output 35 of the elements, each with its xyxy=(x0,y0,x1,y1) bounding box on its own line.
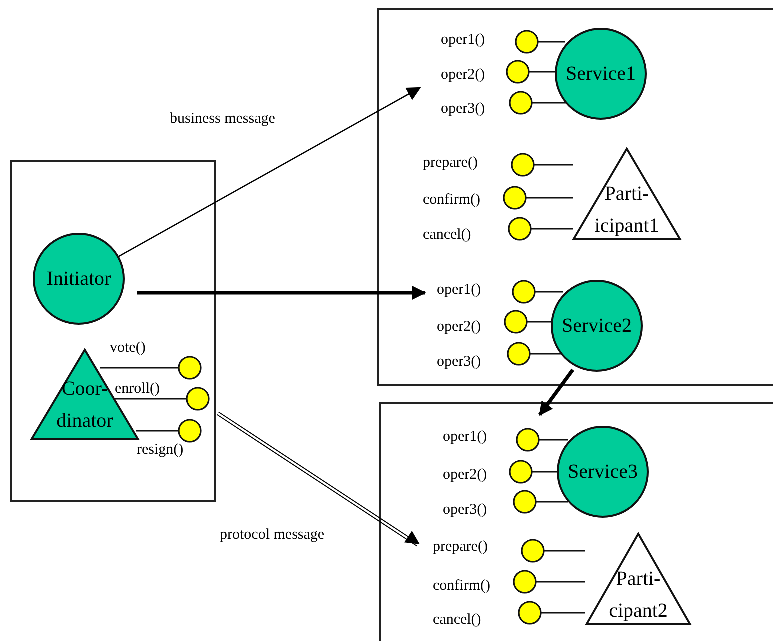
container-box xyxy=(379,402,773,641)
edge-label: business message xyxy=(170,110,276,128)
operation-label: oper1() xyxy=(437,281,482,299)
operation-label: oper1() xyxy=(443,428,488,446)
operation-label: oper2() xyxy=(437,318,482,336)
operation-label: prepare() xyxy=(423,154,478,172)
operation-label: oper2() xyxy=(443,466,488,484)
arrow xyxy=(118,87,422,258)
operation-label: oper3() xyxy=(443,501,488,519)
operation-label: confirm() xyxy=(423,191,480,209)
operation-label: vote() xyxy=(110,339,146,357)
operation-label: oper3() xyxy=(437,353,482,371)
operation-label: cancel() xyxy=(423,226,472,244)
participant-triangle xyxy=(573,148,681,240)
operation-label: oper2() xyxy=(441,66,486,84)
node-label: Parti- icipant1 xyxy=(594,182,660,239)
container-box xyxy=(377,8,773,386)
edge-label: protocol message xyxy=(220,526,325,544)
operation-label: oper1() xyxy=(441,31,486,49)
participant-triangle xyxy=(586,533,691,625)
arrow xyxy=(137,286,426,300)
operation-label: prepare() xyxy=(433,538,488,556)
operation-label: cancel() xyxy=(433,611,482,629)
node-label: Service1 xyxy=(566,62,636,87)
arrow xyxy=(216,412,420,547)
operation-label: oper3() xyxy=(441,100,486,118)
node-label: Service3 xyxy=(568,460,638,485)
operation-label: resign() xyxy=(137,441,184,459)
container-box xyxy=(10,160,216,502)
operation-label: confirm() xyxy=(433,577,490,595)
node-label: Parti- cipant2 xyxy=(608,567,669,624)
operation-label: enroll() xyxy=(115,380,160,398)
node-label: Initiator xyxy=(46,267,112,292)
node-label: Service2 xyxy=(562,314,632,339)
arrow xyxy=(538,368,574,416)
